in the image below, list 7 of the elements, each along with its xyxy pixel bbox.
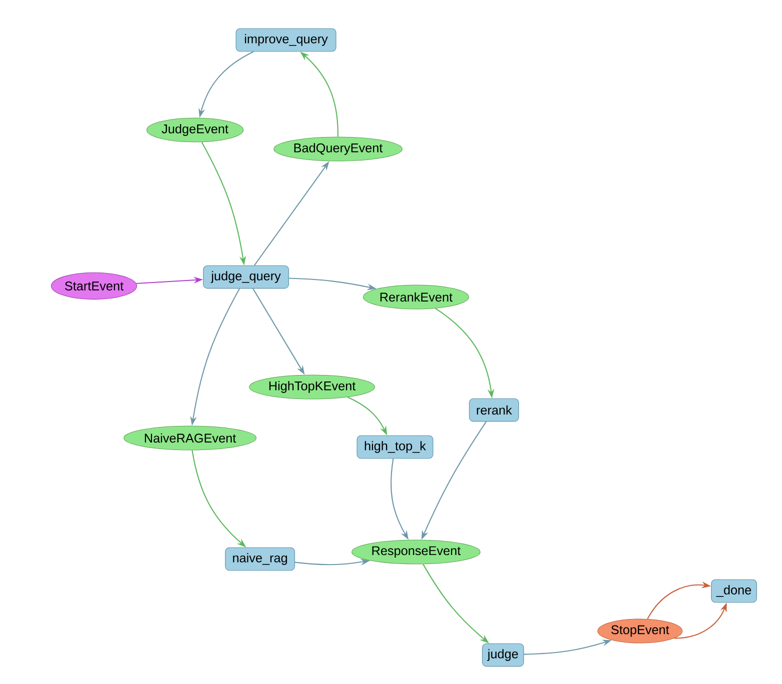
step-box: _done: [711, 579, 757, 603]
step-box: judge_query: [203, 265, 289, 289]
step-box: naive_rag: [225, 547, 295, 571]
step-box: judge: [482, 643, 524, 667]
step-box: rerank: [469, 398, 519, 422]
step-box: improve_query: [236, 28, 336, 52]
step-box: high_top_k: [356, 435, 434, 459]
